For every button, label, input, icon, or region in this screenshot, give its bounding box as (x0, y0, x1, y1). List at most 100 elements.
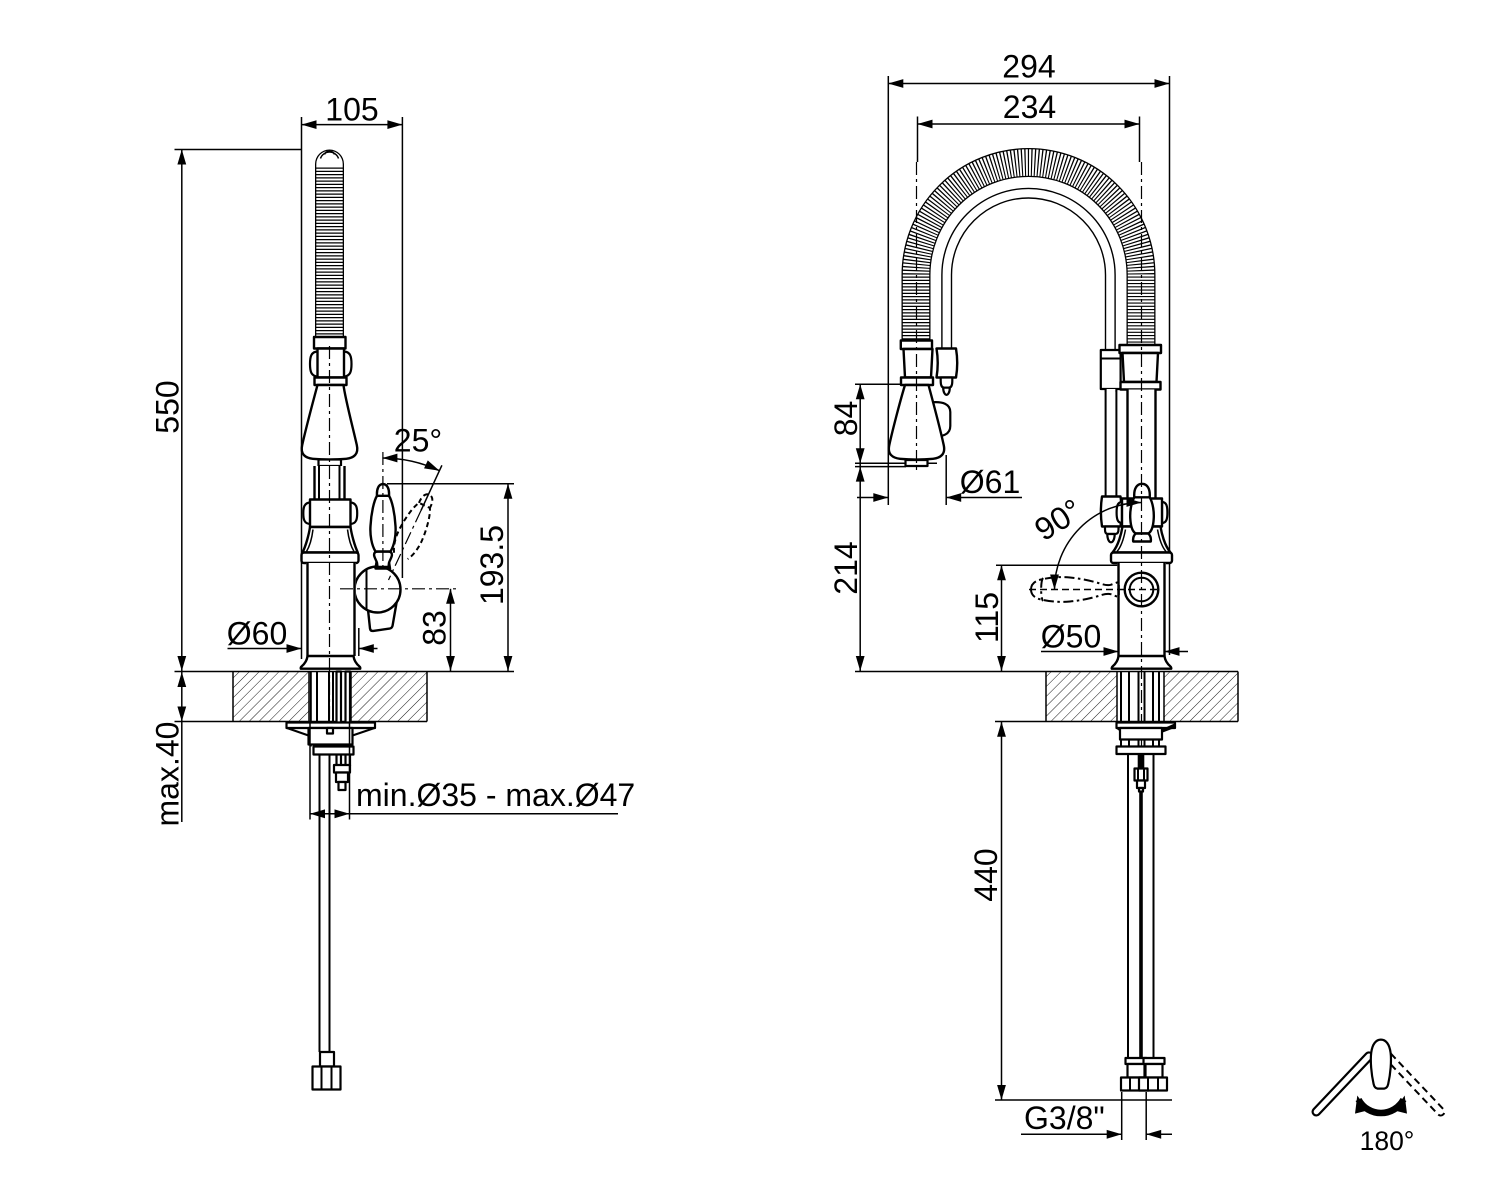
side-view-extension-lines (174, 117, 514, 659)
valve-side (353, 565, 402, 633)
handle-swung-phantom (1029, 576, 1158, 603)
faucet-body-side (299, 525, 362, 670)
arrowhead-marker (855, 656, 865, 671)
spigot-tip (942, 386, 951, 396)
drawing-rect (325, 726, 335, 735)
drawing-rect (1106, 389, 1116, 497)
arrowhead-marker (387, 120, 403, 129)
handle-tilted-phantom (392, 493, 434, 560)
dim-label-spray-head-height: 84 (828, 401, 864, 437)
drawing-path (1053, 501, 1142, 590)
coupling-ear-left (308, 350, 320, 378)
drawing-path (418, 493, 434, 509)
coupling-ear-right (342, 350, 353, 378)
arrowhead-marker (873, 493, 889, 502)
dim-label-handle-swing: 90° (1028, 492, 1088, 548)
drawing-rect (318, 1050, 336, 1068)
dim-label-overall-width: 294 (1002, 49, 1055, 85)
drawing-rect (233, 671, 309, 722)
spring-hose-side (315, 149, 344, 353)
arrowhead-marker (301, 120, 317, 129)
swivel-symbol: 180° (1311, 1038, 1446, 1156)
drawing-path (942, 189, 1115, 392)
drawing-rect (1137, 786, 1145, 793)
drawing-path (1103, 525, 1120, 536)
arrowhead-marker (1164, 647, 1180, 656)
hose-guide-collar (1099, 348, 1122, 391)
swivel-handle-knob (1369, 1038, 1393, 1090)
under-counter-front (1115, 671, 1177, 1092)
drawing-rect (1126, 1062, 1146, 1079)
drawing-rect (1135, 779, 1147, 790)
hose-fitting (332, 763, 352, 774)
supply-hex-nut (1137, 1076, 1169, 1092)
drawing-rect (351, 671, 427, 722)
drawing-path (1156, 529, 1167, 552)
drawing-path (1121, 351, 1160, 384)
front-view: 90° (828, 49, 1239, 1140)
drawing-rect (1119, 380, 1162, 391)
dim-label-body-diameter: Ø50 (1041, 619, 1101, 655)
arrowhead-marker (997, 565, 1006, 581)
drawing-path (1116, 529, 1127, 552)
drawing-path (305, 529, 314, 552)
spring-top-coil-arc (323, 150, 336, 155)
coupling-ear-right (348, 501, 359, 526)
countertop-side (174, 670, 514, 723)
arrowhead-marker (1154, 79, 1170, 88)
arrowhead-marker (1124, 119, 1140, 129)
drawing-rect (306, 563, 356, 656)
dim-label-handle-top-height: 193.5 (474, 525, 510, 605)
body-foot (299, 654, 362, 670)
dim-label-base-diameter: Ø60 (227, 616, 287, 652)
handle-side (369, 482, 397, 570)
handle-base (1131, 532, 1153, 543)
body-coupling-side (302, 498, 359, 529)
drawing-rect (337, 780, 347, 792)
drawing-line (286, 727, 309, 737)
arrowhead-marker (917, 119, 933, 129)
arrowhead-marker (358, 644, 374, 653)
arrowhead-marker (177, 656, 187, 671)
drawing-line (352, 727, 375, 737)
drawing-path (346, 529, 355, 552)
side-view-dimensions: 105 550 max.40 25° 193.5 83 Ø60 (150, 92, 636, 827)
coupling-ear-left (302, 501, 312, 526)
arrowhead-marker (997, 1085, 1006, 1100)
spring-arch-front (901, 148, 1156, 347)
dim-label-spout-width: 105 (325, 92, 378, 128)
dim-label-hose-length: 440 (968, 848, 1004, 901)
front-view-dimensions: 294 234 84 214 Ø61 115 Ø5 (828, 49, 1188, 1140)
arrowhead-marker (1103, 647, 1119, 656)
arrowhead-marker (855, 384, 865, 400)
under-counter-side (285, 670, 377, 1091)
dim-label-total-height: 550 (150, 380, 186, 433)
drawing-line (387, 510, 422, 581)
arrowhead-marker (446, 656, 455, 671)
supply-fittings (1119, 1056, 1169, 1092)
valve-ball (353, 565, 402, 614)
dim-label-arch-width: 234 (1003, 89, 1056, 125)
coupling-nut (316, 347, 346, 379)
spout-column-front (1099, 343, 1163, 500)
head-collar (902, 347, 934, 379)
dim-label-outlet-height: 214 (828, 541, 864, 594)
drawing-rect (1144, 1062, 1164, 1079)
dim-label-swivel-rotation: 180° (1360, 1126, 1415, 1156)
arrowhead-marker (1106, 1129, 1122, 1139)
dim-label-valve-axis-height: 83 (417, 610, 453, 646)
drawing-path (902, 148, 1155, 347)
spring-top-coil-arc (319, 151, 340, 159)
arrowhead-marker (1146, 1129, 1162, 1139)
spray-head-front (887, 339, 952, 468)
hose-spigot-front (935, 347, 959, 396)
hose-adapter (1133, 767, 1149, 782)
drawing-line (420, 464, 443, 511)
arrowhead-marker (503, 483, 513, 499)
body-foot (1110, 654, 1173, 670)
hose-collar-side (308, 335, 353, 387)
arrowhead-marker (855, 466, 865, 482)
swivel-lever-dashed (1384, 1052, 1446, 1117)
dim-label-mounting-hole: min.Ø35 - max.Ø47 (356, 777, 635, 813)
